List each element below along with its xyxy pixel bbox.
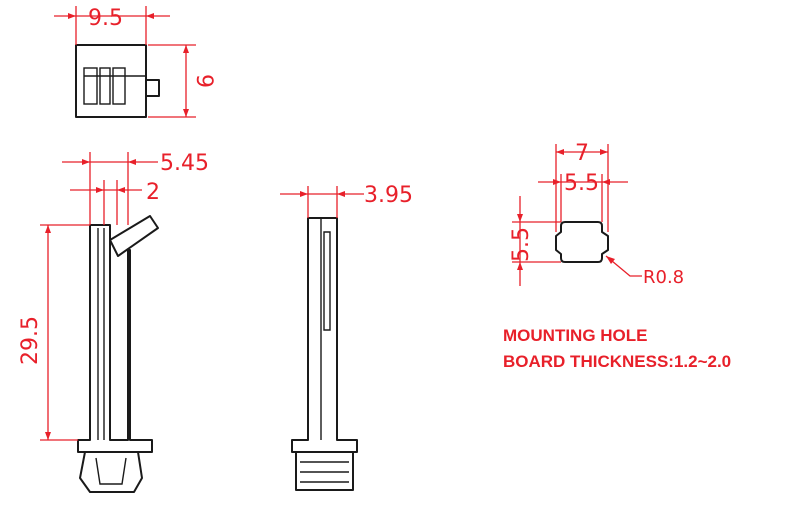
hole-view [555, 221, 609, 263]
side-height-label: 29.5 [18, 316, 43, 365]
hole-radius-label: R0.8 [643, 267, 684, 288]
note-mounting-hole: MOUNTING HOLE [503, 326, 648, 345]
side-top-width-label: 5.45 [160, 151, 209, 176]
dim-hole-height: 5.5 [509, 196, 561, 286]
top-view [75, 44, 160, 118]
top-height-label: 9 [191, 74, 216, 88]
side-view-foot-inner [95, 457, 127, 485]
note-board-thickness: BOARD THICKNESS:1.2~2.0 [503, 352, 731, 371]
top-view-slot-right [112, 67, 126, 105]
dim-side-height: 29.5 [18, 224, 90, 441]
hole-height-label: 5.5 [509, 227, 534, 262]
dim-hole-inner-width: 5.5 [538, 171, 628, 222]
middle-view [291, 217, 358, 491]
side-gap-width-label: 2 [146, 180, 160, 205]
middle-width-label: 3.95 [364, 183, 413, 208]
dim-top-height: 9 [148, 44, 216, 118]
middle-view-foot [295, 452, 354, 491]
side-view [77, 215, 159, 493]
top-view-body [75, 44, 147, 118]
dim-hole-outer-width: 7 [555, 141, 609, 232]
side-view-foot [79, 451, 143, 493]
dim-middle-width: 3.95 [280, 183, 413, 218]
top-view-slot-mid [99, 67, 111, 105]
hole-inner-width-label: 5.5 [564, 171, 599, 196]
middle-view-slot [323, 231, 331, 331]
dim-side-top-width: 5.45 [62, 151, 209, 225]
dim-side-gap-width: 2 [70, 180, 160, 225]
side-view-shaft [77, 224, 153, 453]
dim-hole-radius: R0.8 [605, 255, 684, 288]
top-width-label: 9.5 [88, 6, 123, 31]
dim-top-width: 9.5 [54, 6, 170, 45]
side-view-latch [109, 215, 159, 257]
middle-view-shaft [291, 217, 358, 453]
hole-outer-width-label: 7 [575, 141, 589, 166]
hole-outline [555, 221, 609, 263]
top-view-slot-left [83, 67, 98, 105]
top-view-tab [145, 79, 160, 97]
